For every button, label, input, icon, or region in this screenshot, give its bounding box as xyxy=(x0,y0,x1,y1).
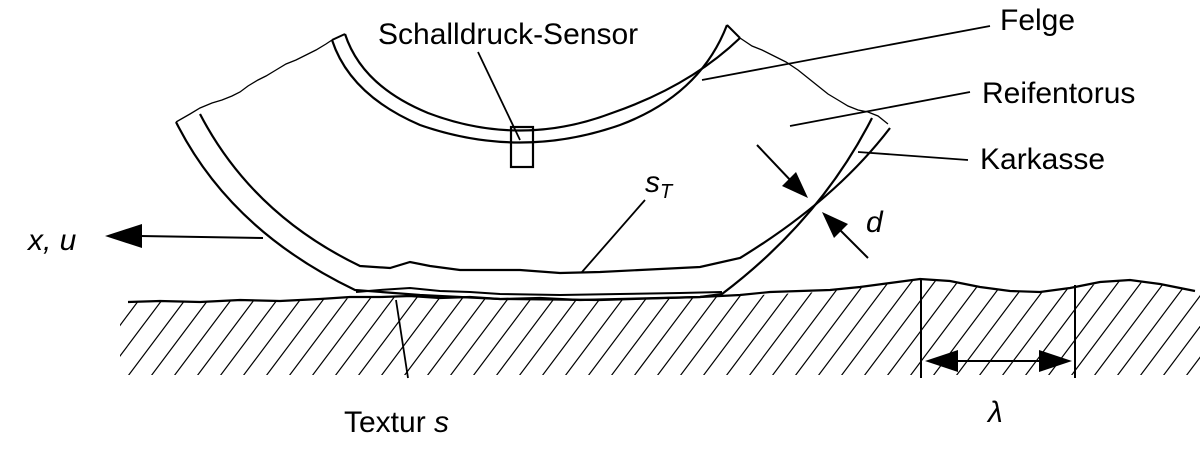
hatch-line xyxy=(492,279,584,375)
hatch-line xyxy=(120,279,147,375)
hatch-line xyxy=(1067,279,1159,375)
wavelength-marker xyxy=(920,280,1076,378)
leader-carcass xyxy=(857,151,969,161)
hatch-line xyxy=(120,279,193,375)
tread-contact-line xyxy=(355,286,723,297)
hatch-line xyxy=(120,279,124,375)
hatch-line xyxy=(354,279,446,375)
torus-label: Reifentorus xyxy=(982,77,1135,110)
sensor-label: Schalldruck-Sensor xyxy=(378,18,638,51)
hatch-line xyxy=(699,279,791,375)
sT-sub: T xyxy=(660,181,674,203)
hatch-line xyxy=(1136,279,1200,375)
hatch-line xyxy=(837,279,929,375)
carcass-outer xyxy=(175,117,873,302)
hatch-line xyxy=(722,279,814,375)
hatch-line xyxy=(262,279,354,375)
hatch-line xyxy=(538,279,630,375)
carcass-inner xyxy=(199,113,891,275)
hatch-line xyxy=(193,279,285,375)
rim-inner-arc xyxy=(343,33,741,132)
hatch-line xyxy=(653,279,745,375)
rim-label: Felge xyxy=(1000,4,1075,37)
leader-rim xyxy=(701,25,991,81)
hatch-line xyxy=(791,279,883,375)
leader-lines xyxy=(395,25,991,379)
hatch-line xyxy=(423,279,515,375)
hatch-line xyxy=(446,279,538,375)
hatch-line xyxy=(676,279,768,375)
hatch-line xyxy=(814,279,906,375)
hatch-line xyxy=(1182,279,1200,375)
wavelength-label: λ xyxy=(986,396,1003,429)
leader-torus xyxy=(789,91,971,127)
hatch-line xyxy=(745,279,837,375)
thickness-label: d xyxy=(866,206,884,239)
texture-label: Textur s xyxy=(344,406,449,439)
hatch-line xyxy=(239,279,331,375)
cut-edge-left xyxy=(175,39,333,123)
leader-sT xyxy=(581,199,646,273)
carcass-label: Karkasse xyxy=(980,143,1105,176)
hatch-line xyxy=(768,279,860,375)
rim-outer-arc xyxy=(330,24,729,144)
rim-end-right xyxy=(726,24,741,39)
hatch-line xyxy=(147,279,239,375)
hatch-line xyxy=(469,279,561,375)
hatch-line xyxy=(331,279,423,375)
hatch-line xyxy=(1113,279,1200,375)
axis-label: x, u xyxy=(26,224,77,257)
thickness-arrows xyxy=(756,144,869,259)
hatch-line xyxy=(584,279,676,375)
pressure-sensor-box xyxy=(509,125,535,169)
direction-arrow xyxy=(105,224,264,248)
hatch-line xyxy=(377,279,469,375)
hatch-line xyxy=(170,279,262,375)
sT-label: sT xyxy=(645,166,674,203)
hatch-line xyxy=(1090,279,1182,375)
hatch-line xyxy=(630,279,722,375)
hatch-line xyxy=(607,279,699,375)
hatch-line xyxy=(120,279,170,375)
texture-var: s xyxy=(434,406,449,439)
hatch-line xyxy=(216,279,308,375)
hatch-line xyxy=(1159,279,1200,375)
sT-base: s xyxy=(645,166,660,199)
hatch-line xyxy=(308,279,400,375)
hatch-line xyxy=(561,279,653,375)
hatch-line xyxy=(124,279,216,375)
rim-end-left xyxy=(331,33,346,41)
hatch-line xyxy=(400,279,492,375)
leader-sensor xyxy=(477,51,521,141)
hatch-line xyxy=(515,279,607,375)
leader-texture xyxy=(395,299,409,379)
texture-word: Textur xyxy=(344,406,434,439)
hatch-line xyxy=(10,260,100,380)
